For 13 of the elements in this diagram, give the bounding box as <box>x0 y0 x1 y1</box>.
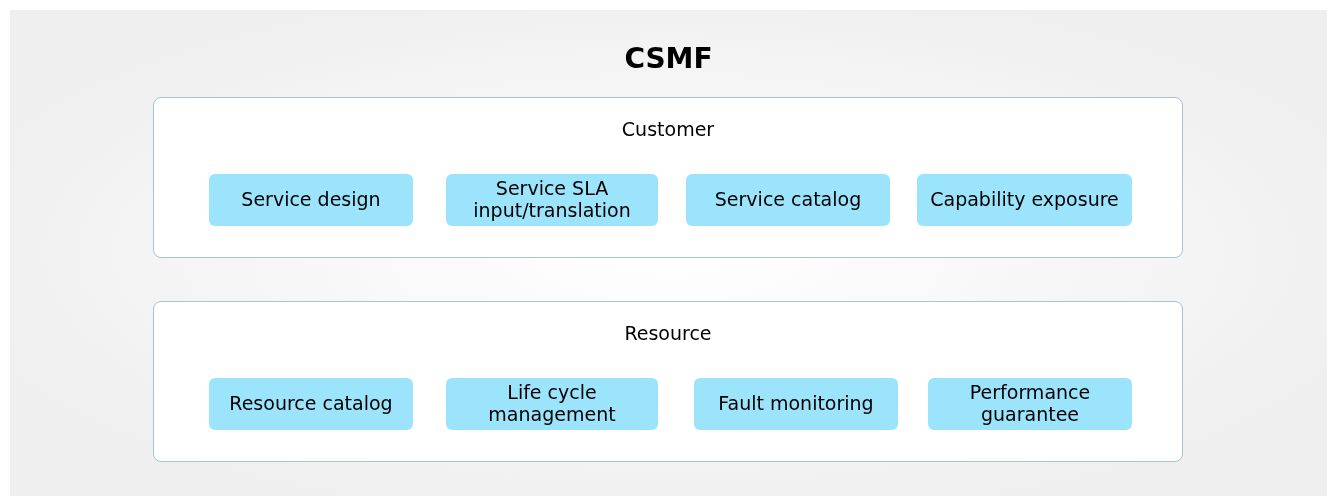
function-box: Service catalog <box>686 174 890 226</box>
function-box: Performance guarantee <box>928 378 1132 430</box>
function-box: Life cycle management <box>446 378 658 430</box>
function-box: Resource catalog <box>209 378 413 430</box>
panel-heading: Resource <box>623 322 713 346</box>
function-box: Service design <box>209 174 413 226</box>
function-box: Fault monitoring <box>694 378 898 430</box>
group-panel <box>153 97 1183 258</box>
panel-heading: Customer <box>620 118 716 142</box>
diagram-title: CSMF <box>623 41 714 77</box>
function-box: Service SLA input/translation <box>446 174 658 226</box>
group-panel <box>153 301 1183 462</box>
function-box: Capability exposure <box>917 174 1132 226</box>
